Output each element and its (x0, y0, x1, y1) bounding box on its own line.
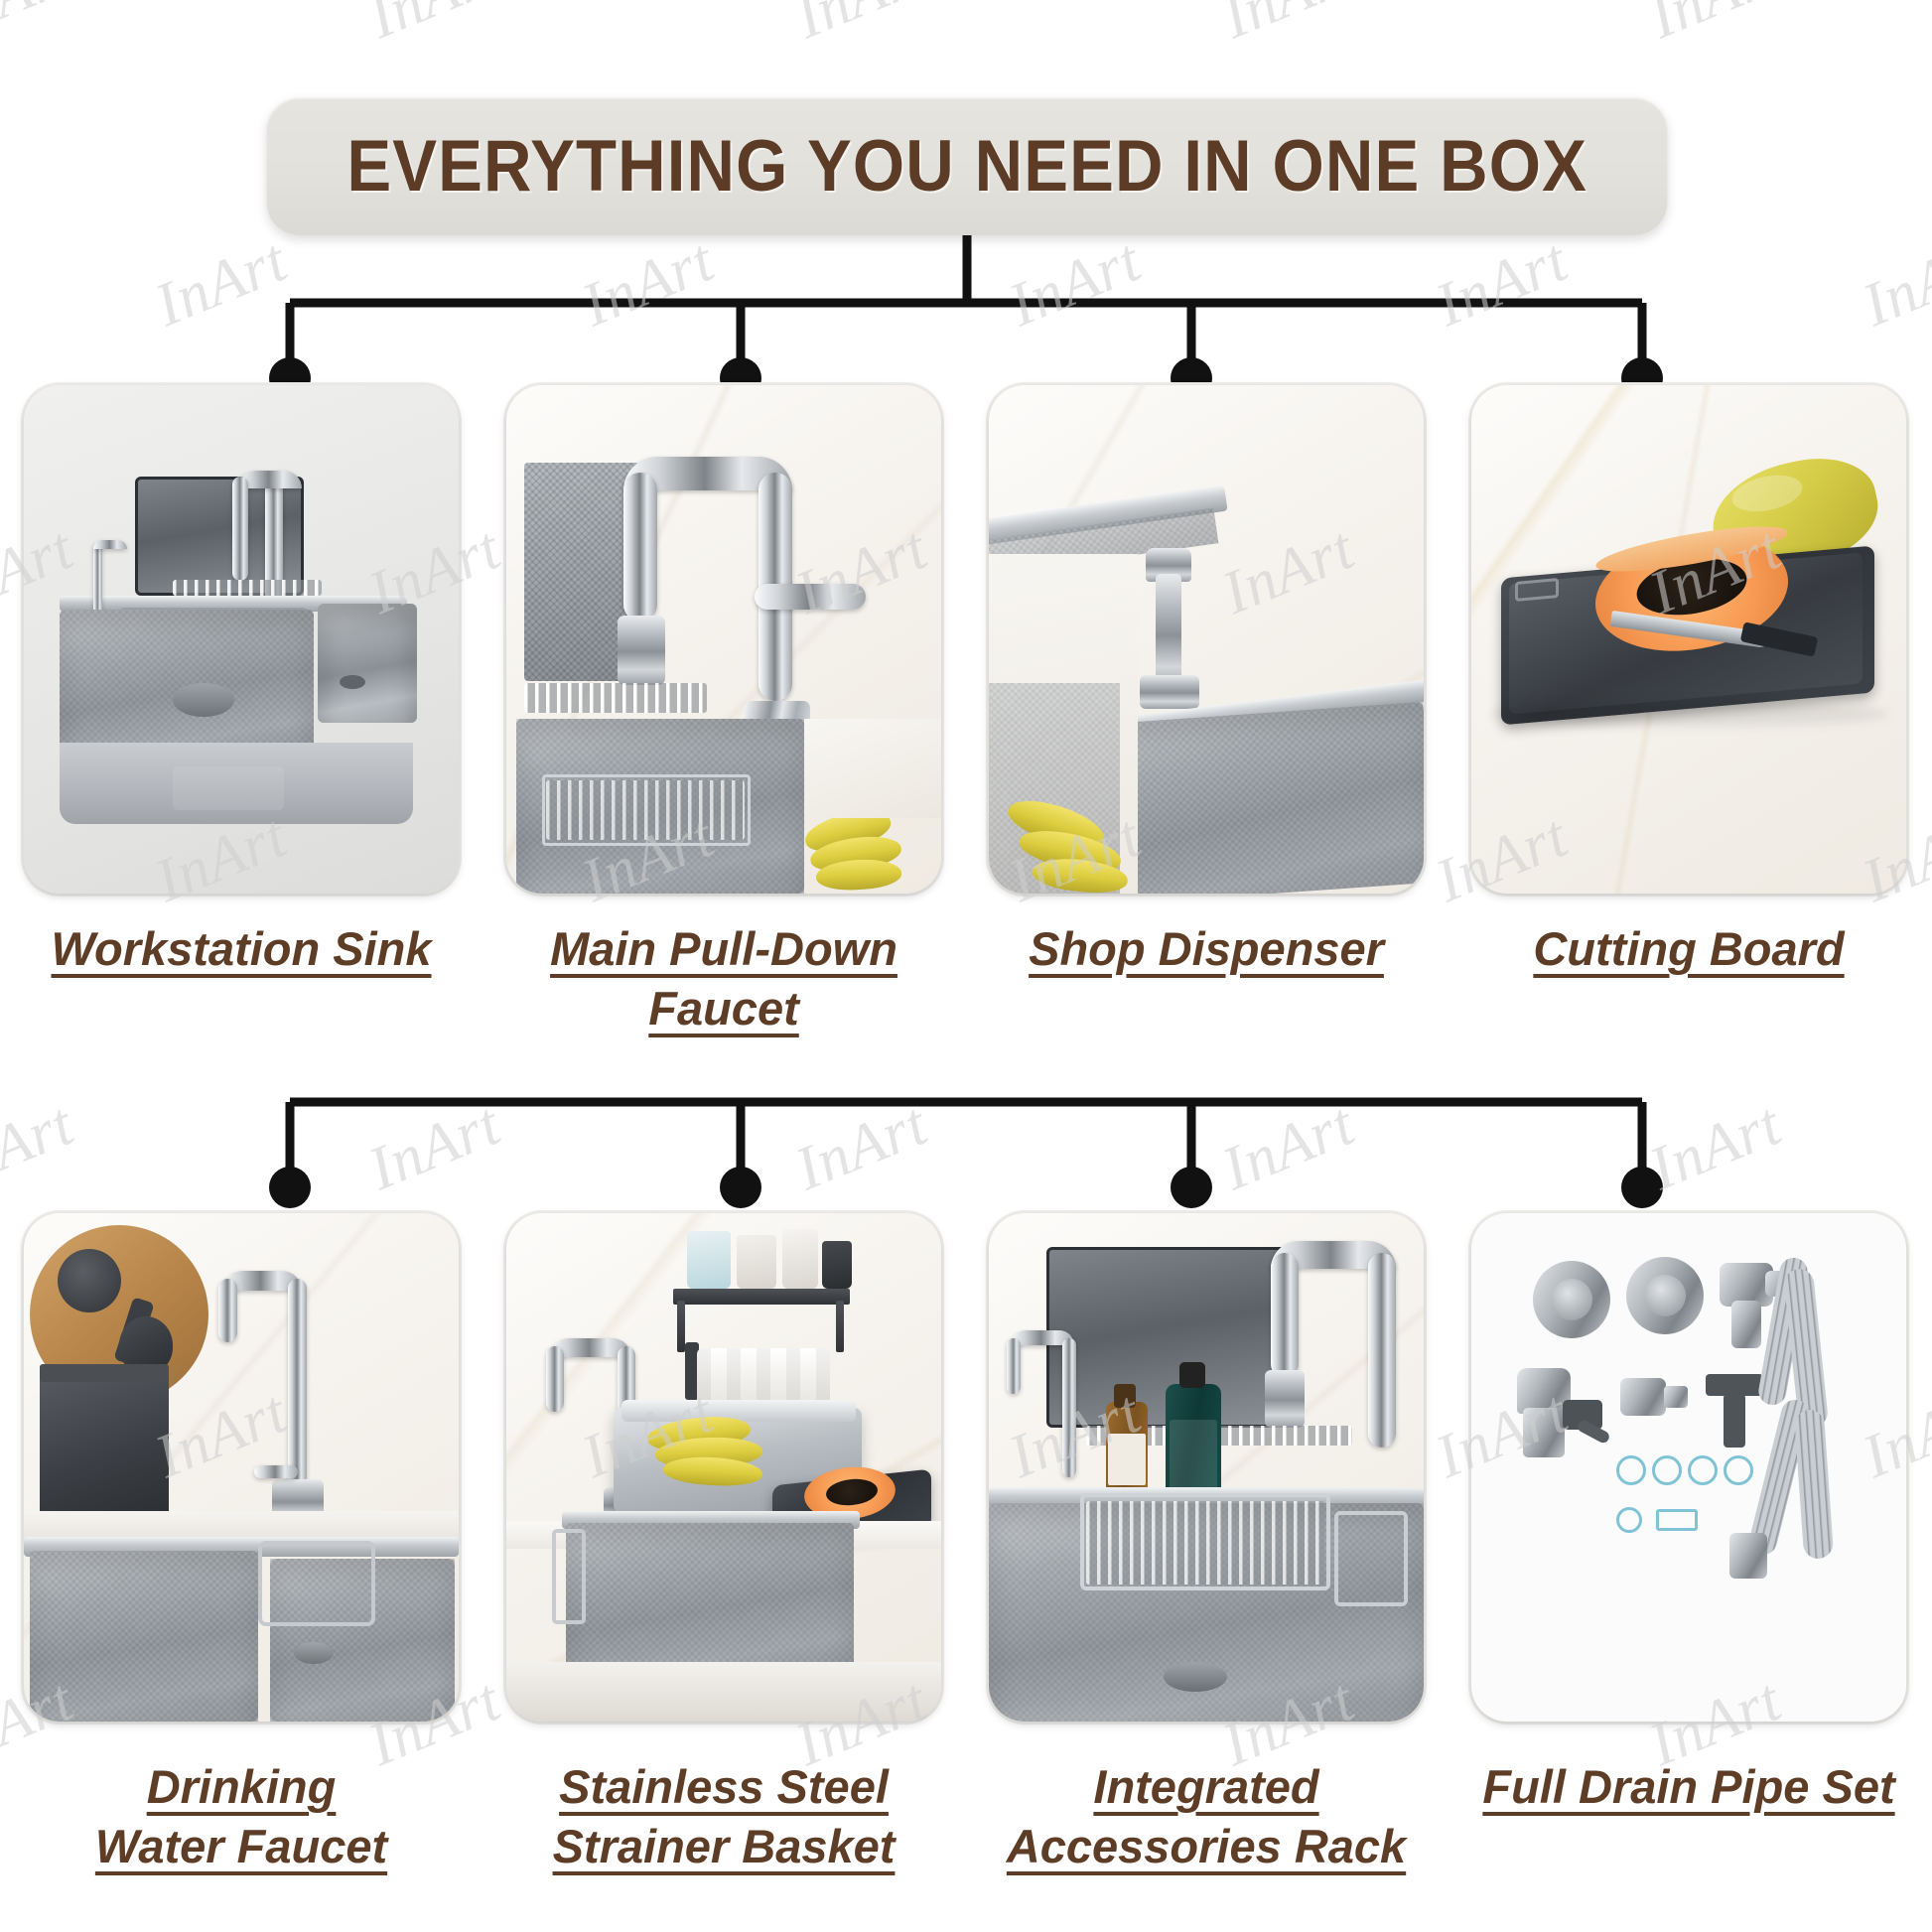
feature-item-integrated-accessories-rack[interactable]: Integrated Accessories Rack (965, 1213, 1448, 1876)
feature-item-cutting-board[interactable]: Cutting Board (1448, 385, 1930, 1038)
feature-image-cutting-board (1471, 385, 1906, 894)
feature-label-integrated-accessories-rack: Integrated Accessories Rack (1006, 1760, 1407, 1873)
feature-row-2: Drinking Water Faucet (0, 1213, 1932, 1876)
feature-label-stainless-strainer-basket: Stainless Steel Strainer Basket (552, 1760, 896, 1873)
feature-label-shop-dispenser: Shop Dispenser (1029, 922, 1384, 975)
feature-label-drinking-water-faucet: Drinking Water Faucet (94, 1760, 388, 1873)
title-banner: EVERYTHING YOU NEED IN ONE BOX (266, 96, 1668, 235)
feature-image-integrated-accessories-rack (989, 1213, 1424, 1722)
feature-image-workstation-sink (24, 385, 459, 894)
feature-row-1: Workstation Sink (0, 385, 1932, 1038)
feature-item-workstation-sink[interactable]: Workstation Sink (0, 385, 483, 1038)
feature-item-full-drain-pipe-set[interactable]: Full Drain Pipe Set (1448, 1213, 1930, 1876)
feature-image-main-pull-down-faucet (506, 385, 941, 894)
feature-item-shop-dispenser[interactable]: Shop Dispenser (965, 385, 1448, 1038)
feature-image-full-drain-pipe-set (1471, 1213, 1906, 1722)
feature-item-drinking-water-faucet[interactable]: Drinking Water Faucet (0, 1213, 483, 1876)
feature-label-workstation-sink: Workstation Sink (51, 922, 432, 975)
feature-image-shop-dispenser (989, 385, 1424, 894)
feature-label-cutting-board: Cutting Board (1533, 922, 1845, 975)
page-title: EVERYTHING YOU NEED IN ONE BOX (346, 125, 1587, 207)
feature-label-main-pull-down-faucet: Main Pull-Down Faucet (550, 922, 897, 1035)
feature-item-stainless-strainer-basket[interactable]: Stainless Steel Strainer Basket (483, 1213, 965, 1876)
feature-image-stainless-strainer-basket (506, 1213, 941, 1722)
feature-item-main-pull-down-faucet[interactable]: Main Pull-Down Faucet (483, 385, 965, 1038)
feature-image-drinking-water-faucet (24, 1213, 459, 1722)
feature-label-full-drain-pipe-set: Full Drain Pipe Set (1482, 1760, 1895, 1813)
